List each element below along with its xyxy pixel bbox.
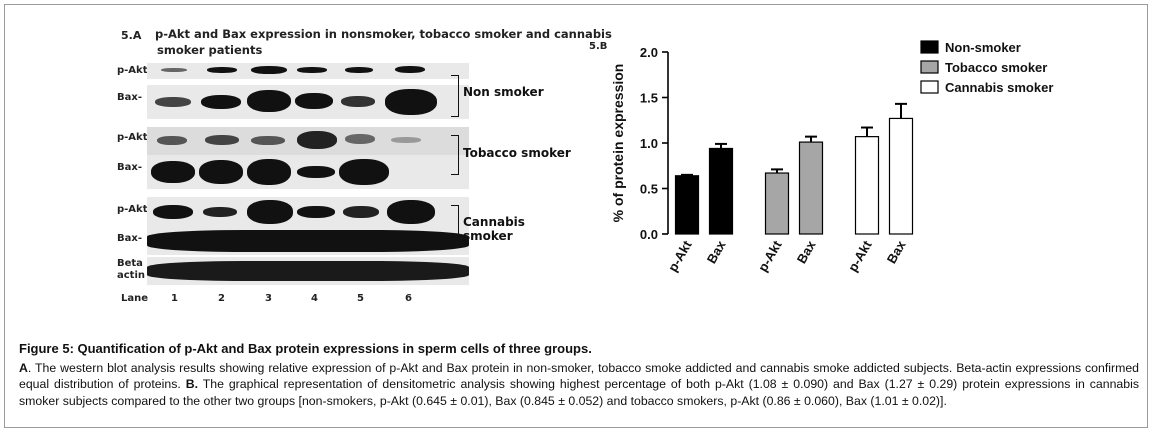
blot-beta-actin <box>147 257 469 285</box>
y-tick-label-0: 0.0 <box>640 227 658 242</box>
y-tick-label-2: 1.0 <box>640 136 658 151</box>
row-label-beta: Beta <box>117 258 143 269</box>
x-tick-label-2-1: Bax <box>884 237 909 266</box>
legend-swatch-0 <box>920 40 939 54</box>
blot-pakt-cannabis <box>147 197 469 227</box>
caption-b-letter: B. <box>185 377 199 391</box>
bracket-nonsmoker <box>451 75 459 117</box>
group-label-nonsmoker: Non smoker <box>463 85 544 99</box>
legend-label-0: Non-smoker <box>945 40 1021 55</box>
bar-0-1 <box>708 147 734 235</box>
blot-pakt-nonsmoker <box>147 63 469 79</box>
bar-0-0 <box>674 175 700 235</box>
bar-2-1 <box>888 117 914 235</box>
panel-a-label: 5.A <box>121 29 142 42</box>
x-tick-label-1-1: Bax <box>794 237 819 266</box>
blot-bax-nonsmoker <box>147 85 469 119</box>
blot-pakt-tobacco <box>147 127 469 155</box>
row-label-bax-1: Bax- <box>117 92 142 103</box>
bar-1-0 <box>764 172 790 235</box>
group-label-tobacco: Tobacco smoker <box>463 146 571 160</box>
lane-number-6: 6 <box>405 293 412 304</box>
lane-number-2: 2 <box>218 293 225 304</box>
x-tick-label-1-0: p-Akt <box>755 237 785 274</box>
group-label-cannabis: Cannabis smoker <box>463 215 525 243</box>
y-tick-label-4: 2.0 <box>640 45 658 60</box>
row-label-actin: actin <box>117 270 146 281</box>
panel-b-label: 5.B <box>589 41 607 52</box>
blot-bax-tobacco <box>147 155 469 189</box>
lane-label: Lane <box>121 293 149 304</box>
bar-1-1 <box>798 141 824 235</box>
x-tick-label-0-0: p-Akt <box>665 237 695 274</box>
lane-number-4: 4 <box>311 293 318 304</box>
caption-a-letter: A <box>19 360 28 375</box>
legend-label-1: Tobacco smoker <box>945 60 1047 75</box>
bracket-cannabis <box>451 205 459 241</box>
x-tick-label-2-0: p-Akt <box>845 237 875 274</box>
row-label-pakt-1: p-Akt- <box>117 65 152 76</box>
western-blot-panel: 5.A p-Akt and Bax expression in nonsmoke… <box>5 5 612 325</box>
bar-2-0 <box>854 136 880 235</box>
bracket-tobacco <box>451 135 459 175</box>
lane-number-5: 5 <box>357 293 364 304</box>
y-axis-label: % of protein expression <box>610 64 626 223</box>
lane-number-3: 3 <box>265 293 272 304</box>
y-tick-label-1: 0.5 <box>640 182 658 197</box>
row-label-pakt-3: p-Akt- <box>117 204 152 215</box>
figure-caption: Figure 5: Quantification of p-Akt and Ba… <box>19 341 1139 409</box>
panel-a-title-line2: smoker patients <box>157 43 263 57</box>
row-label-bax-3: Bax- <box>117 233 142 244</box>
row-label-pakt-2: p-Akt- <box>117 132 152 143</box>
lane-number-1: 1 <box>171 293 178 304</box>
x-tick-label-0-1: Bax <box>704 237 729 266</box>
legend-swatch-1 <box>920 60 939 74</box>
caption-body: A. The western blot analysis results sho… <box>19 360 1139 410</box>
caption-title: Figure 5: Quantification of p-Akt and Ba… <box>19 341 592 356</box>
panel-a-title-line1: p-Akt and Bax expression in nonsmoker, t… <box>155 27 612 41</box>
caption-b-text: The graphical representation of densitom… <box>19 377 1139 408</box>
protein-expression-chart: 5.B 0.0 0.5 1.0 1.5 2.0 % of protein expressio… <box>589 40 1053 274</box>
figure-frame: 5.A p-Akt and Bax expression in nonsmoke… <box>4 4 1148 428</box>
legend-swatch-2 <box>920 80 939 94</box>
blot-bax-cannabis <box>147 227 469 255</box>
caption-a-text: . The western blot analysis results show… <box>19 360 1139 392</box>
y-tick-label-3: 1.5 <box>640 91 658 106</box>
legend-label-2: Cannabis smoker <box>945 80 1053 95</box>
row-label-bax-2: Bax- <box>117 162 142 173</box>
